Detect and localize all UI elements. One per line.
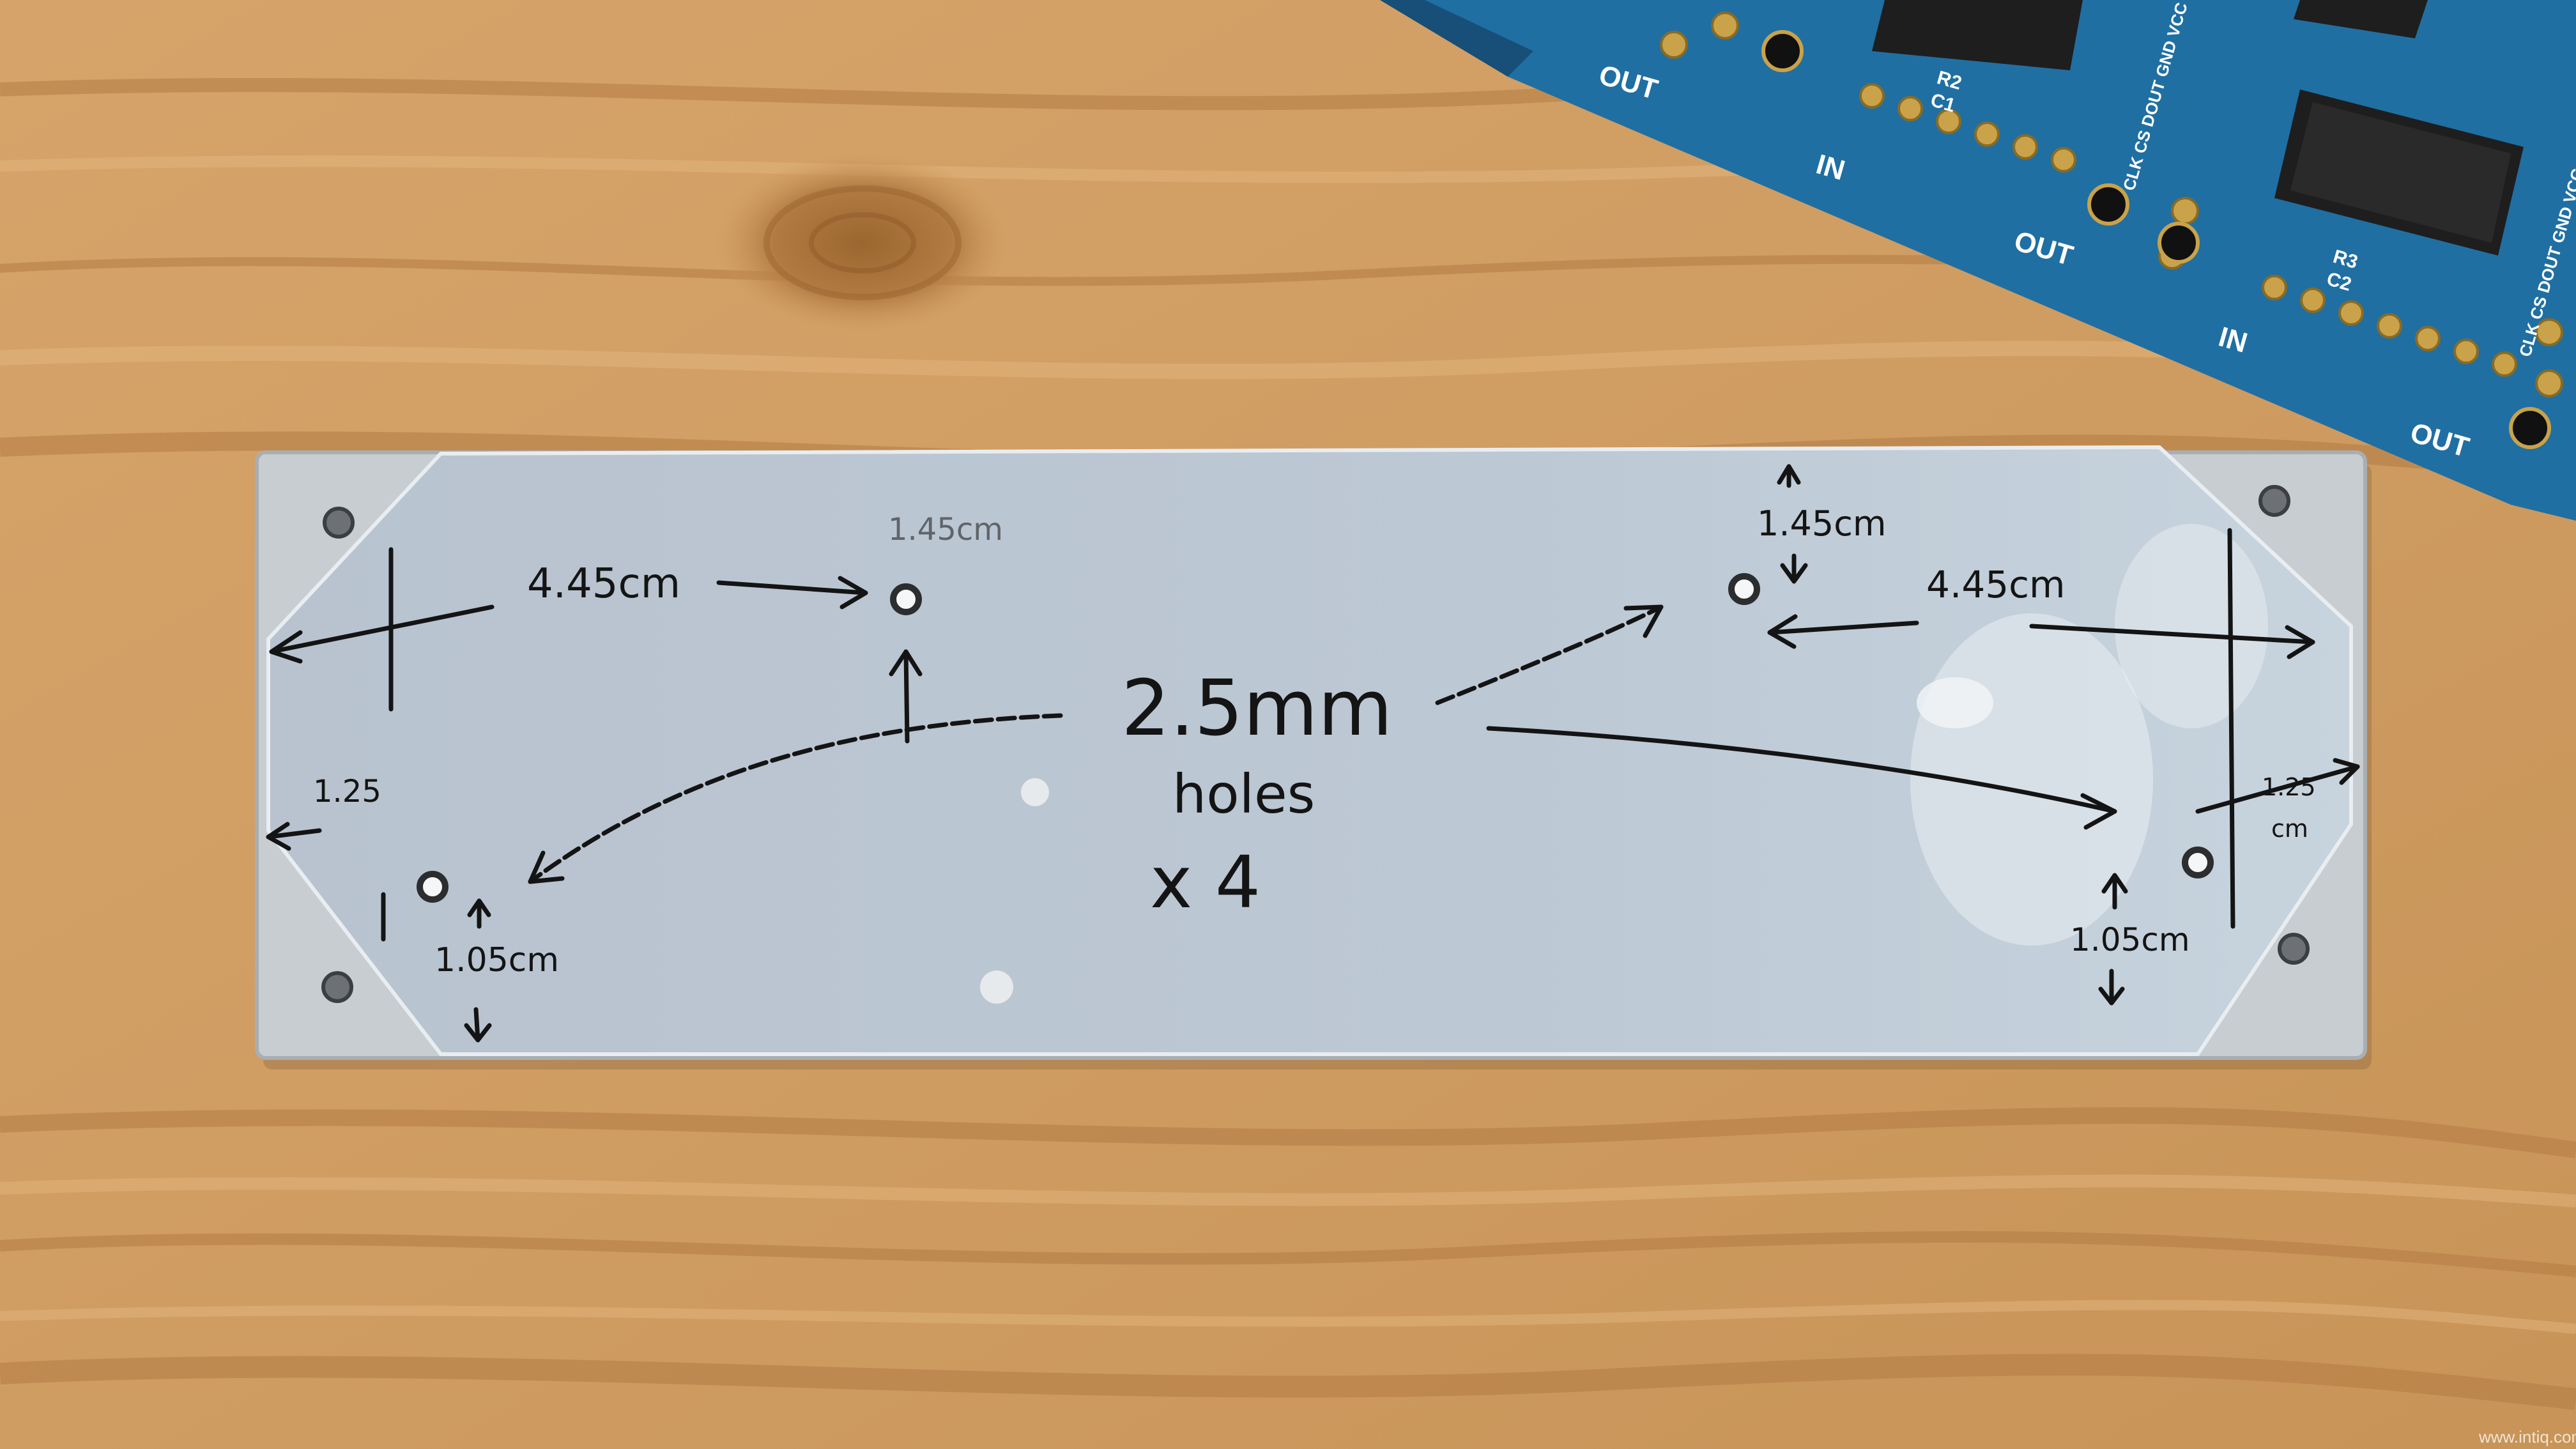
label-bottom-right-horizontal: 1.25 [2262,773,2316,801]
label-bottom-left-horizontal: 1.25 [313,774,381,809]
driver-chip-3 [2294,0,2428,38]
svg-text:x 4: x 4 [1150,841,1261,924]
corner-mount-holes [321,485,2310,1003]
label-top-left-vertical: 1.45cm [888,512,1003,548]
label-bottom-right-vertical: 1.05cm [2070,921,2190,958]
driver-chip-2 [2274,89,2524,256]
driver-chip-1 [1872,0,2083,70]
label-bottom-left-vertical: 1.05cm [434,941,559,979]
label-right-horizontal: 4.45cm [1926,563,2066,606]
svg-text:2.5mm: 2.5mm [1121,664,1393,753]
acrylic-plate [255,445,2372,1070]
drilled-holes [417,573,2214,903]
label-left-horizontal: 4.45cm [527,560,680,608]
label-top-right-vertical: 1.45cm [1757,503,1887,544]
marker-annotations: 2.5mm holes x 4 4.45cm 4.45cm 1.45cm 1.4… [266,464,2360,1043]
watermark: www.intiq.com [2478,1427,2576,1446]
label-bottom-right-unit: cm [2271,815,2308,843]
svg-text:holes: holes [1172,763,1315,825]
led-driver-pcb: OUT IN OUT IN OUT CLK CS DOUT GND VCC CL… [1380,0,2576,521]
center-note: 2.5mm holes x 4 [1121,664,1393,924]
